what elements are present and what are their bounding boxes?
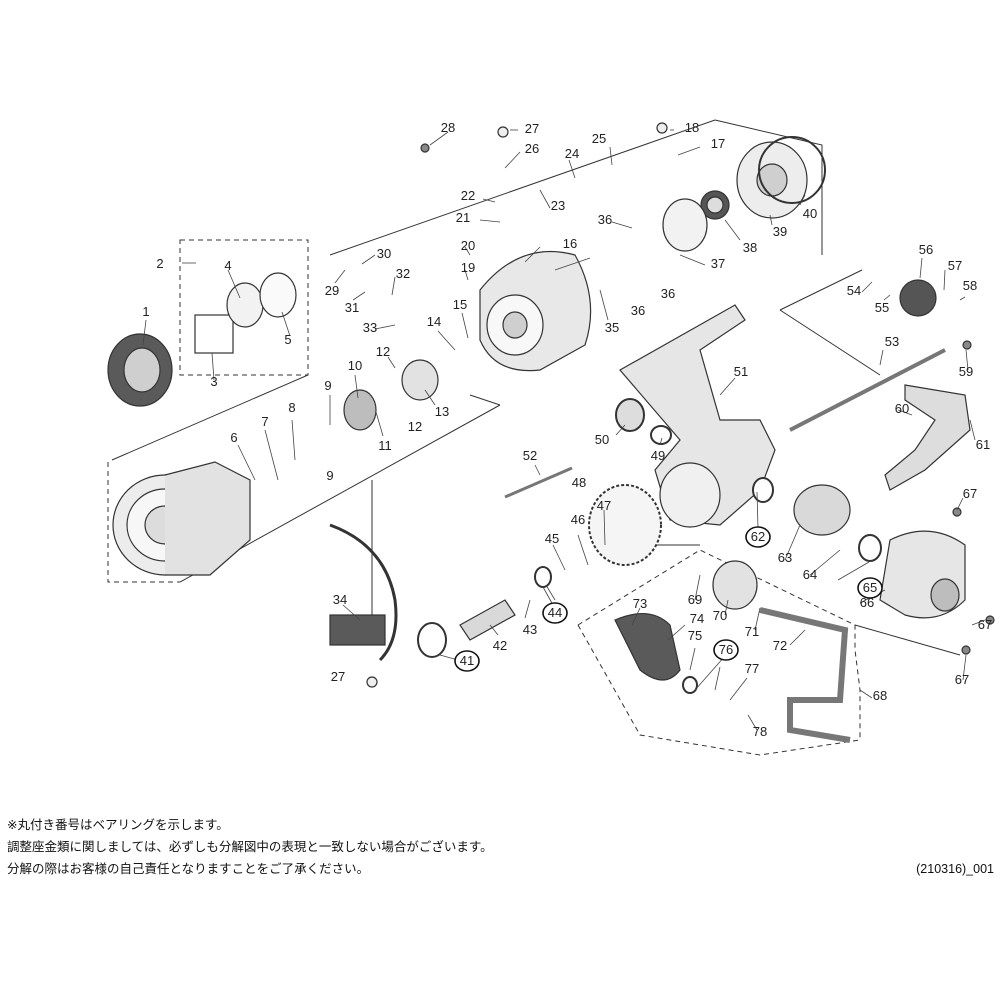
part-label-71: 71: [745, 624, 759, 639]
part-label-39: 39: [773, 224, 787, 239]
bearing-circle-62: [745, 526, 771, 548]
part-label-48: 48: [572, 475, 586, 490]
part-label-17: 17: [711, 136, 725, 151]
part-label-15: 15: [453, 297, 467, 312]
part-label-1: 1: [142, 304, 149, 319]
part-label-9: 9: [326, 468, 333, 483]
part-label-51: 51: [734, 364, 748, 379]
part-label-34: 34: [333, 592, 347, 607]
note-shims: 調整座金類に関しましては、必ずしも分解図中の表現と一致しない場合がございます。: [7, 839, 493, 854]
part-label-3: 3: [210, 374, 217, 389]
part-label-72: 72: [773, 638, 787, 653]
part-label-74: 74: [690, 611, 704, 626]
part-label-2: 2: [156, 256, 163, 271]
note-disassembly: 分解の際はお客様の自己責任となりますことをご了承ください。: [7, 861, 370, 876]
part-label-35: 35: [605, 320, 619, 335]
part-label-9: 9: [324, 378, 331, 393]
part-label-36: 36: [631, 303, 645, 318]
part-label-19: 19: [461, 260, 475, 275]
part-label-76: 76: [719, 642, 733, 657]
part-label-61: 61: [976, 437, 990, 452]
part-label-8: 8: [288, 400, 295, 415]
part-label-66: 66: [860, 595, 874, 610]
part-label-18: 18: [685, 120, 699, 135]
part-label-32: 32: [396, 266, 410, 281]
part-label-10: 10: [348, 358, 362, 373]
part-label-69: 69: [688, 592, 702, 607]
part-label-36: 36: [598, 212, 612, 227]
diagram-code: (210316)_001: [916, 862, 994, 876]
part-label-42: 42: [493, 638, 507, 653]
part-label-23: 23: [551, 198, 565, 213]
part-label-30: 30: [377, 246, 391, 261]
group-outlines: [107, 119, 961, 756]
part-label-11: 11: [378, 438, 392, 453]
part-label-78: 78: [753, 724, 767, 739]
part-label-56: 56: [919, 242, 933, 257]
part-label-67: 67: [963, 486, 977, 501]
part-label-7: 7: [261, 414, 268, 429]
part-label-12: 12: [376, 344, 390, 359]
part-label-54: 54: [847, 283, 861, 298]
part-label-46: 46: [571, 512, 585, 527]
part-label-27: 27: [525, 121, 539, 136]
part-label-4: 4: [224, 258, 231, 273]
part-label-52: 52: [523, 448, 537, 463]
part-label-36: 36: [661, 286, 675, 301]
part-label-43: 43: [523, 622, 537, 637]
part-label-13: 13: [435, 404, 449, 419]
part-label-12: 12: [408, 419, 422, 434]
leader-lines: [142, 129, 986, 731]
part-label-41: 41: [460, 653, 474, 668]
part-label-31: 31: [345, 300, 359, 315]
part-label-67: 67: [978, 617, 992, 632]
part-label-6: 6: [230, 430, 237, 445]
part-label-22: 22: [461, 188, 475, 203]
part-label-5: 5: [284, 332, 291, 347]
part-label-67: 67: [955, 672, 969, 687]
part-label-24: 24: [565, 146, 579, 161]
part-label-37: 37: [711, 256, 725, 271]
part-label-25: 25: [592, 131, 606, 146]
part-label-47: 47: [597, 498, 611, 513]
part-label-57: 57: [948, 258, 962, 273]
part-label-68: 68: [873, 688, 887, 703]
part-label-26: 26: [525, 141, 539, 156]
part-label-29: 29: [325, 283, 339, 298]
part-label-49: 49: [651, 448, 665, 463]
component-shapes: [107, 122, 995, 743]
part-label-53: 53: [885, 334, 899, 349]
bearing-circle-41: [454, 650, 480, 672]
part-label-62: 62: [751, 529, 765, 544]
part-label-75: 75: [688, 628, 702, 643]
bearing-circle-44: [542, 602, 568, 624]
part-label-55: 55: [875, 300, 889, 315]
part-label-73: 73: [633, 596, 647, 611]
bearing-circle-65: [857, 577, 883, 599]
part-labels: 1234567899101112121314151617181920212223…: [142, 120, 992, 739]
part-label-38: 38: [743, 240, 757, 255]
part-label-28: 28: [441, 120, 455, 135]
part-label-59: 59: [959, 364, 973, 379]
part-label-63: 63: [778, 550, 792, 565]
part-label-58: 58: [963, 278, 977, 293]
part-label-40: 40: [803, 206, 817, 221]
part-label-45: 45: [545, 531, 559, 546]
note-bearing: ※丸付き番号はベアリングを示します。: [7, 817, 229, 832]
part-label-27: 27: [331, 669, 345, 684]
part-label-33: 33: [363, 320, 377, 335]
part-label-20: 20: [461, 238, 475, 253]
part-label-44: 44: [548, 605, 562, 620]
part-label-70: 70: [713, 608, 727, 623]
part-label-16: 16: [563, 236, 577, 251]
part-label-21: 21: [456, 210, 470, 225]
exploded-parts-diagram: 1234567899101112121314151617181920212223…: [107, 119, 995, 756]
bearing-circle-76: [713, 639, 739, 661]
part-label-14: 14: [427, 314, 441, 329]
part-label-64: 64: [803, 567, 817, 582]
part-label-50: 50: [595, 432, 609, 447]
part-label-77: 77: [745, 661, 759, 676]
part-label-60: 60: [895, 401, 909, 416]
part-label-65: 65: [863, 580, 877, 595]
